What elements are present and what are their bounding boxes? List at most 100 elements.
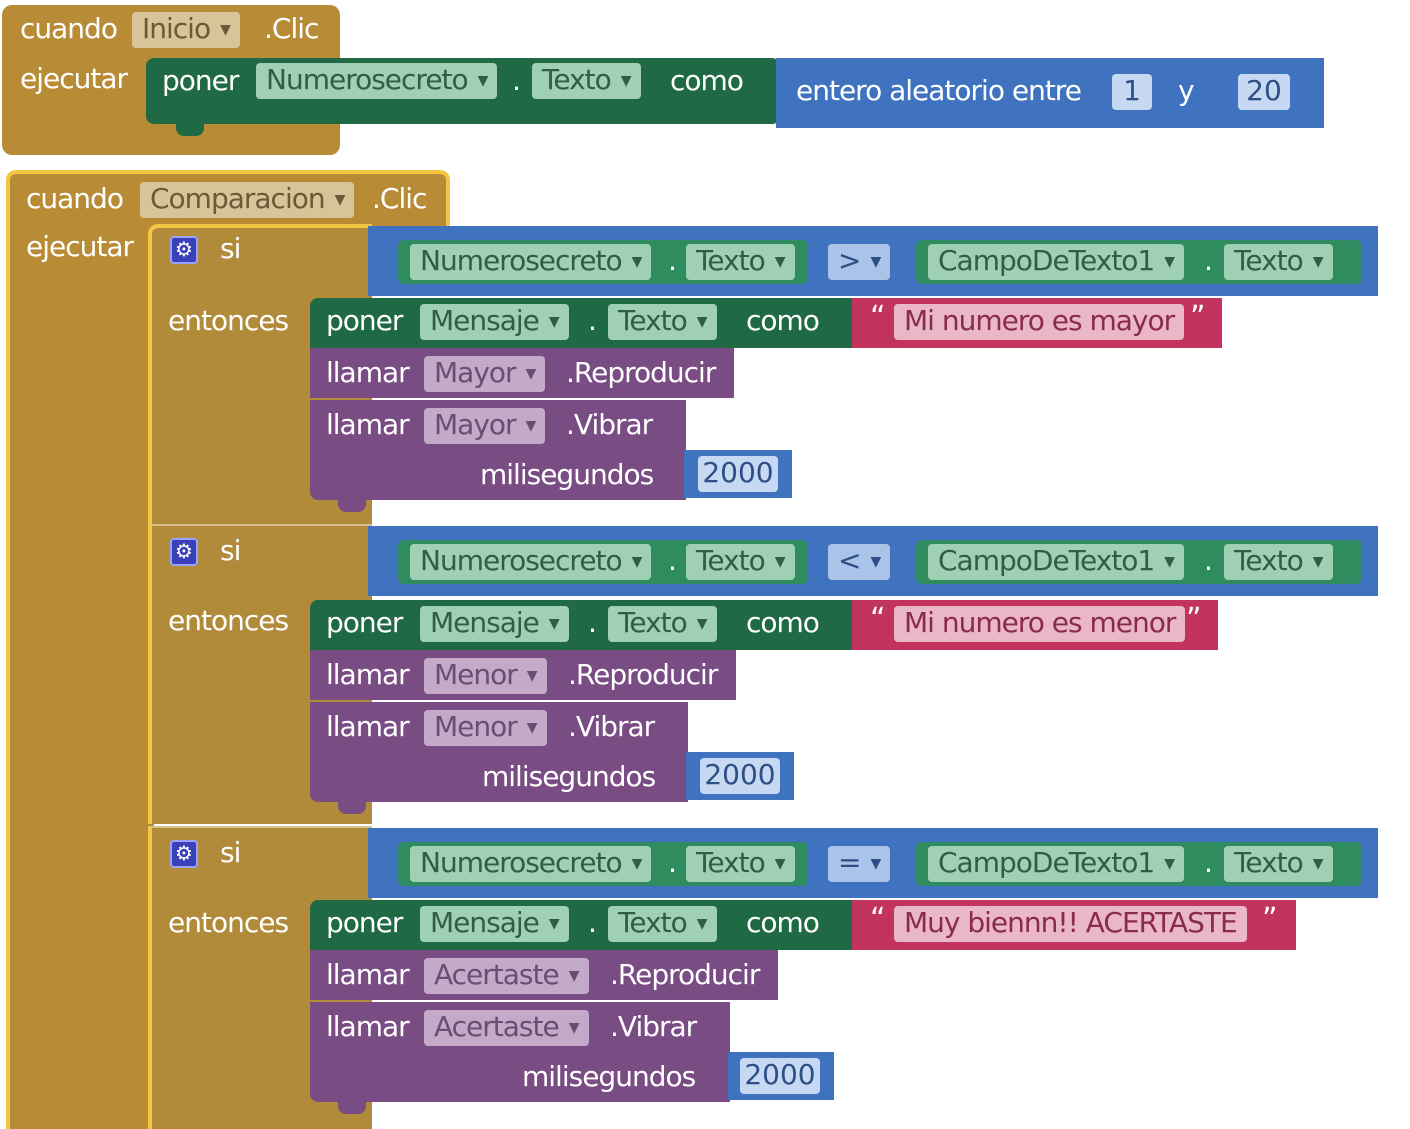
call-method-label: .Reproducir bbox=[568, 658, 718, 691]
set-as-label: como bbox=[746, 606, 820, 639]
getter-property-dropdown[interactable]: Texto▼ bbox=[686, 244, 795, 280]
set-property-dropdown[interactable]: Texto▼ bbox=[608, 906, 717, 942]
dropdown-arrow-icon: ▼ bbox=[477, 73, 489, 89]
call-component-dropdown[interactable]: Acertaste▼ bbox=[424, 958, 589, 994]
random-label: entero aleatorio entre bbox=[796, 74, 1082, 107]
set-property-dropdown[interactable]: Texto▼ bbox=[532, 63, 641, 99]
call-verb-label: llamar bbox=[326, 958, 410, 991]
dropdown-arrow-icon: ▼ bbox=[870, 856, 881, 872]
set-mensaje-texto-block[interactable] bbox=[310, 900, 858, 950]
dropdown-arrow-icon: ▼ bbox=[1164, 554, 1175, 570]
text-string-field[interactable]: Mi numero es menor bbox=[894, 606, 1186, 642]
dropdown-arrow-icon: ▼ bbox=[334, 192, 346, 208]
gear-icon[interactable]: ⚙ bbox=[170, 840, 198, 868]
dropdown-arrow-icon: ▼ bbox=[548, 616, 560, 632]
call-method-label: .Vibrar bbox=[566, 408, 653, 441]
set-mensaje-texto-block[interactable] bbox=[310, 600, 858, 650]
getter-property-dropdown[interactable]: Texto▼ bbox=[1224, 544, 1333, 580]
event-block-comparacion-clic[interactable] bbox=[6, 170, 450, 234]
dropdown-arrow-icon: ▼ bbox=[620, 73, 632, 89]
call-component-dropdown[interactable]: Menor▼ bbox=[424, 710, 547, 746]
random-integer-block[interactable] bbox=[776, 58, 1324, 128]
operator-dropdown[interactable]: >▼ bbox=[828, 244, 891, 280]
if-label: si bbox=[220, 232, 241, 265]
event-component-dropdown[interactable]: Comparacion▼ bbox=[140, 182, 355, 218]
close-quote-icon: ” bbox=[1190, 300, 1206, 335]
random-from-field[interactable]: 1 bbox=[1112, 74, 1152, 110]
if-label: si bbox=[220, 534, 241, 567]
ms-value-field[interactable]: 2000 bbox=[740, 1058, 820, 1094]
event-do-label: ejecutar bbox=[26, 230, 134, 263]
dropdown-arrow-icon: ▼ bbox=[526, 668, 538, 684]
call-verb-label: llamar bbox=[326, 710, 410, 743]
dropdown-arrow-icon: ▼ bbox=[526, 720, 538, 736]
dropdown-arrow-icon: ▼ bbox=[631, 254, 643, 270]
call-method-label: .Vibrar bbox=[568, 710, 655, 743]
dropdown-arrow-icon: ▼ bbox=[1164, 856, 1175, 872]
getter-property-dropdown[interactable]: Texto▼ bbox=[1224, 846, 1333, 882]
dropdown-arrow-icon: ▼ bbox=[1312, 254, 1324, 270]
set-component-dropdown[interactable]: Numerosecreto▼ bbox=[256, 63, 498, 99]
call-component-dropdown[interactable]: Acertaste▼ bbox=[424, 1010, 589, 1046]
getter-component-dropdown[interactable]: CampoDeTexto1▼ bbox=[928, 544, 1185, 580]
call-component-dropdown[interactable]: Mayor▼ bbox=[424, 356, 546, 392]
random-to-field[interactable]: 20 bbox=[1238, 74, 1290, 110]
dropdown-arrow-icon: ▼ bbox=[696, 916, 708, 932]
dropdown-arrow-icon: ▼ bbox=[774, 554, 786, 570]
call-method-label: .Vibrar bbox=[610, 1010, 697, 1043]
event-do-label: ejecutar bbox=[20, 62, 128, 95]
dropdown-arrow-icon: ▼ bbox=[548, 916, 560, 932]
getter-component-dropdown[interactable]: Numerosecreto▼ bbox=[410, 244, 652, 280]
event-component-dropdown[interactable]: Inicio▼ bbox=[132, 12, 240, 48]
event-when-label: cuando bbox=[26, 182, 124, 215]
set-verb-label: poner bbox=[326, 304, 403, 337]
call-component-dropdown[interactable]: Mayor▼ bbox=[424, 408, 546, 444]
call-verb-label: llamar bbox=[326, 1010, 410, 1043]
operator-dropdown[interactable]: <▼ bbox=[828, 544, 891, 580]
getter-component-dropdown[interactable]: CampoDeTexto1▼ bbox=[928, 244, 1185, 280]
then-label: entonces bbox=[168, 906, 289, 939]
dropdown-arrow-icon: ▼ bbox=[774, 254, 786, 270]
dropdown-arrow-icon: ▼ bbox=[220, 22, 231, 38]
dropdown-arrow-icon: ▼ bbox=[568, 1020, 580, 1036]
gear-icon[interactable]: ⚙ bbox=[170, 538, 198, 566]
operator-dropdown[interactable]: =▼ bbox=[828, 846, 891, 882]
call-verb-label: llamar bbox=[326, 408, 410, 441]
ms-param-label: milisegundos bbox=[482, 760, 656, 793]
getter-property-dropdown[interactable]: Texto▼ bbox=[686, 544, 795, 580]
gear-icon[interactable]: ⚙ bbox=[170, 236, 198, 264]
getter-component-dropdown[interactable]: CampoDeTexto1▼ bbox=[928, 846, 1185, 882]
dropdown-arrow-icon: ▼ bbox=[548, 314, 560, 330]
text-string-field[interactable]: Muy biennn!! ACERTASTE bbox=[894, 906, 1247, 942]
event-name-label: .Clic bbox=[264, 12, 319, 45]
dropdown-arrow-icon: ▼ bbox=[870, 554, 881, 570]
getter-property-dropdown[interactable]: Texto▼ bbox=[686, 846, 795, 882]
call-component-dropdown[interactable]: Menor▼ bbox=[424, 658, 547, 694]
if-label: si bbox=[220, 836, 241, 869]
set-property-dropdown[interactable]: Texto▼ bbox=[608, 304, 717, 340]
dropdown-arrow-icon: ▼ bbox=[631, 856, 643, 872]
dropdown-arrow-icon: ▼ bbox=[568, 968, 580, 984]
set-verb-label: poner bbox=[162, 64, 239, 97]
dropdown-arrow-icon: ▼ bbox=[1312, 554, 1324, 570]
close-quote-icon: ” bbox=[1186, 602, 1202, 637]
getter-component-dropdown[interactable]: Numerosecreto▼ bbox=[410, 544, 652, 580]
set-component-dropdown[interactable]: Mensaje▼ bbox=[420, 906, 569, 942]
dropdown-arrow-icon: ▼ bbox=[696, 314, 708, 330]
set-property-dropdown[interactable]: Texto▼ bbox=[608, 606, 717, 642]
call-verb-label: llamar bbox=[326, 658, 410, 691]
dropdown-arrow-icon: ▼ bbox=[525, 366, 537, 382]
set-mensaje-texto-block[interactable] bbox=[310, 298, 858, 348]
ms-value-field[interactable]: 2000 bbox=[698, 456, 778, 492]
text-string-field[interactable]: Mi numero es mayor bbox=[894, 304, 1185, 340]
getter-component-dropdown[interactable]: Numerosecreto▼ bbox=[410, 846, 652, 882]
set-component-dropdown[interactable]: Mensaje▼ bbox=[420, 304, 569, 340]
open-quote-icon: “ bbox=[870, 902, 886, 937]
set-component-dropdown[interactable]: Mensaje▼ bbox=[420, 606, 569, 642]
event-when-label: cuando bbox=[20, 12, 118, 45]
dropdown-arrow-icon: ▼ bbox=[525, 418, 537, 434]
getter-property-dropdown[interactable]: Texto▼ bbox=[1224, 244, 1333, 280]
dropdown-arrow-icon: ▼ bbox=[1312, 856, 1324, 872]
ms-value-field[interactable]: 2000 bbox=[700, 758, 780, 794]
set-as-label: como bbox=[670, 64, 744, 97]
